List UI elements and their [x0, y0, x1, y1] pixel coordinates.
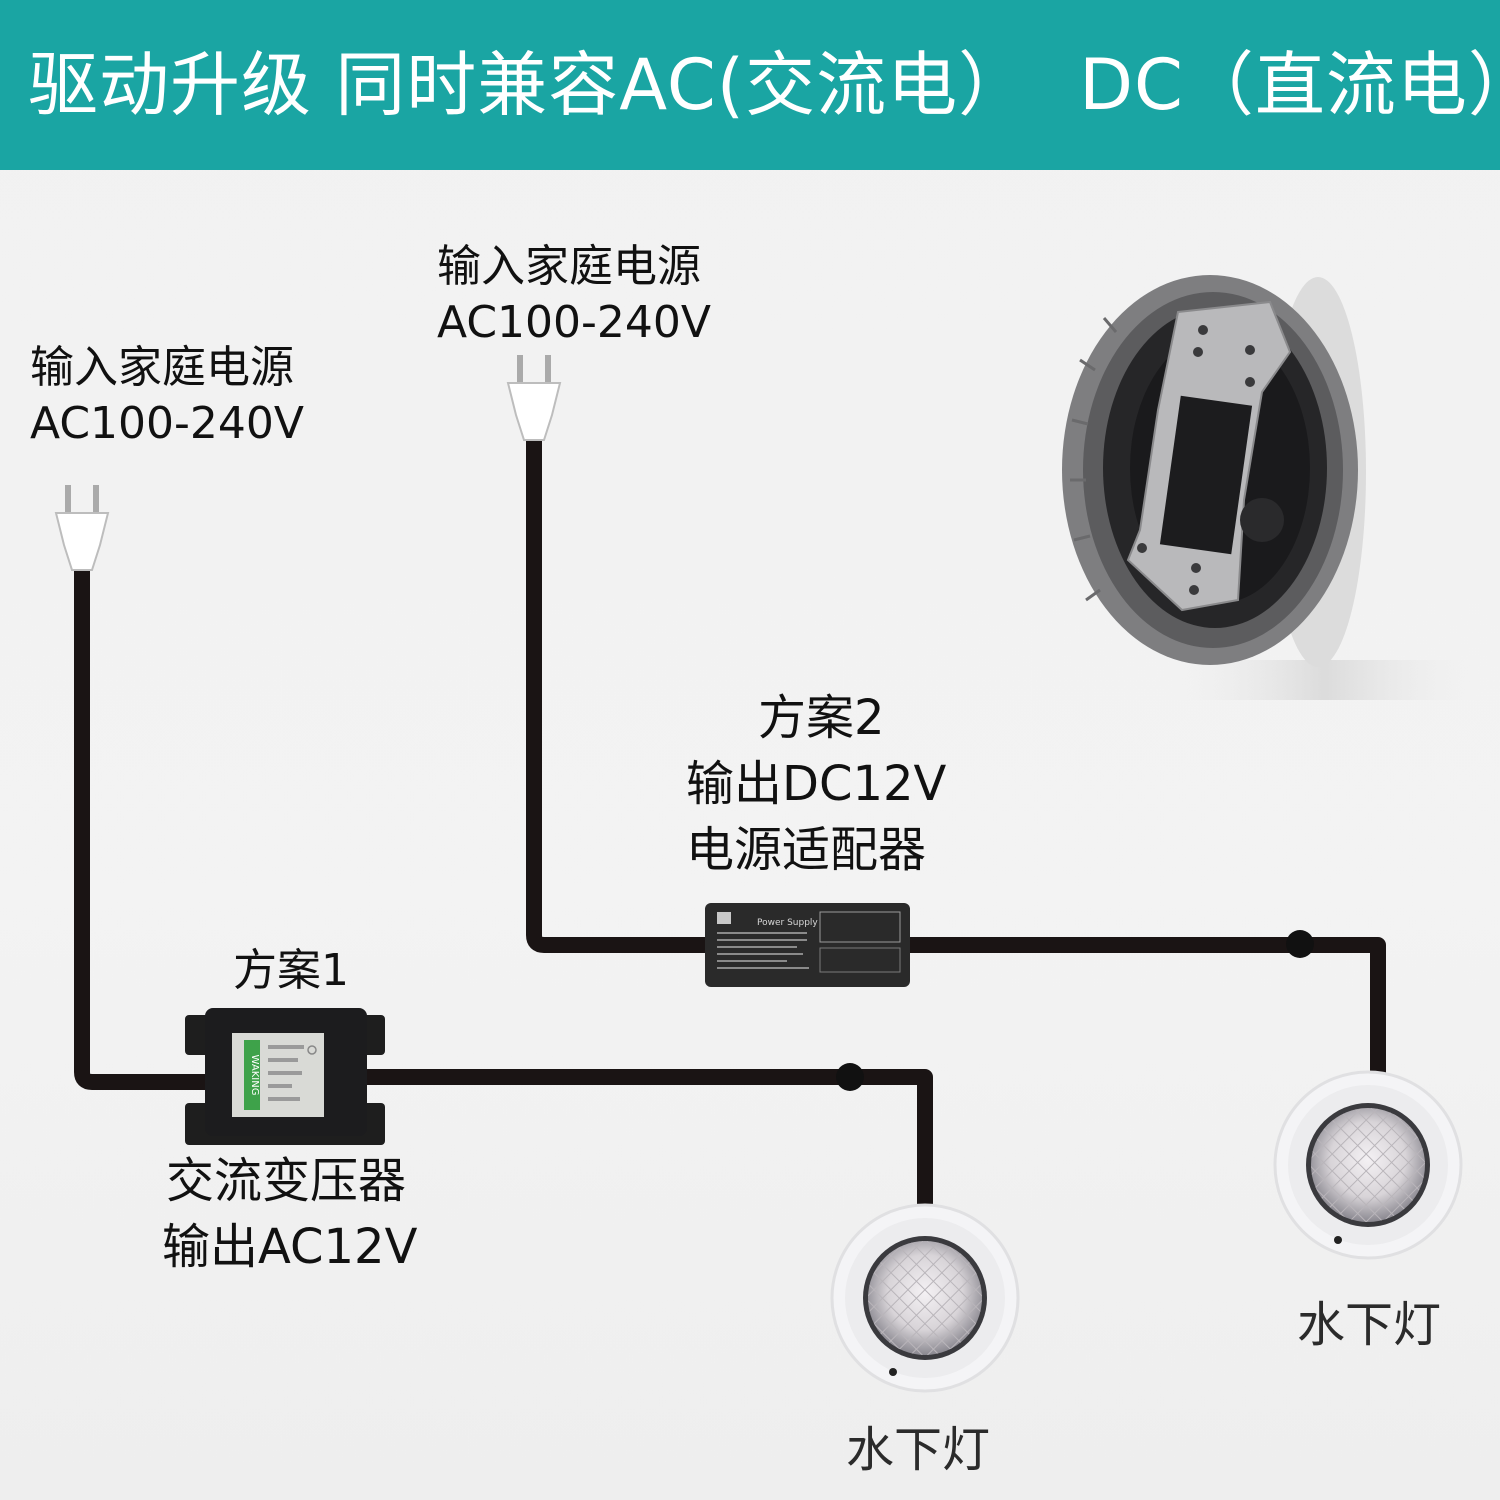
title-dc-part: DC（直流电） — [1079, 44, 1500, 126]
scheme1-name: 交流变压器 — [166, 1153, 407, 1209]
scheme1-output: 输出AC12V — [162, 1219, 418, 1275]
scheme1-title: 方案1 — [233, 945, 349, 996]
input-left-line2: AC100-240V — [30, 398, 304, 449]
scheme2-output: 输出DC12V — [686, 756, 947, 812]
lamp-back-view-image — [1062, 275, 1500, 700]
cable-connector-1 — [836, 1063, 864, 1091]
input-right-line1: 输入家庭电源 — [437, 241, 701, 292]
page-title: 驱动升级 同时兼容AC(交流电） DC（直流电） — [28, 40, 1500, 130]
scheme2-name: 电源适配器 — [686, 822, 927, 878]
input-left-label: 输入家庭电源 AC100-240V — [30, 340, 304, 452]
cable-left-input — [74, 570, 205, 1090]
cable-scheme1-output — [365, 1069, 933, 1215]
input-right-line2: AC100-240V — [437, 297, 711, 348]
input-right-label: 输入家庭电源 AC100-240V — [437, 239, 711, 351]
cable-right-input — [526, 438, 705, 953]
header-banner: 驱动升级 同时兼容AC(交流电） DC（直流电） — [0, 0, 1500, 170]
ac-transformer-device: WAKING — [185, 1008, 385, 1145]
plug-left-icon — [54, 485, 110, 571]
scheme2-caption: 方案2 输出DC12V 电源适配器 — [686, 685, 946, 883]
lamp2-label: 水下灯 — [1297, 1297, 1442, 1353]
plug-right-icon — [506, 355, 562, 441]
lamp1-label: 水下灯 — [846, 1422, 991, 1478]
cable-scheme2-output — [910, 937, 1386, 1085]
adapter-label: Power Supply — [757, 918, 818, 928]
scheme1-caption: 交流变压器 输出AC12V — [162, 1148, 417, 1280]
dc-power-adapter-device: Power Supply — [705, 903, 910, 987]
scheme2-title: 方案2 — [758, 690, 885, 746]
input-left-line1: 输入家庭电源 — [30, 342, 294, 393]
title-ac-part: 驱动升级 同时兼容AC(交流电） — [28, 44, 1030, 126]
transformer-brand: WAKING — [249, 1055, 260, 1096]
cable-connector-2 — [1286, 930, 1314, 958]
underwater-lamp-1-image — [830, 1203, 1020, 1393]
underwater-lamp-2-image — [1273, 1070, 1463, 1260]
